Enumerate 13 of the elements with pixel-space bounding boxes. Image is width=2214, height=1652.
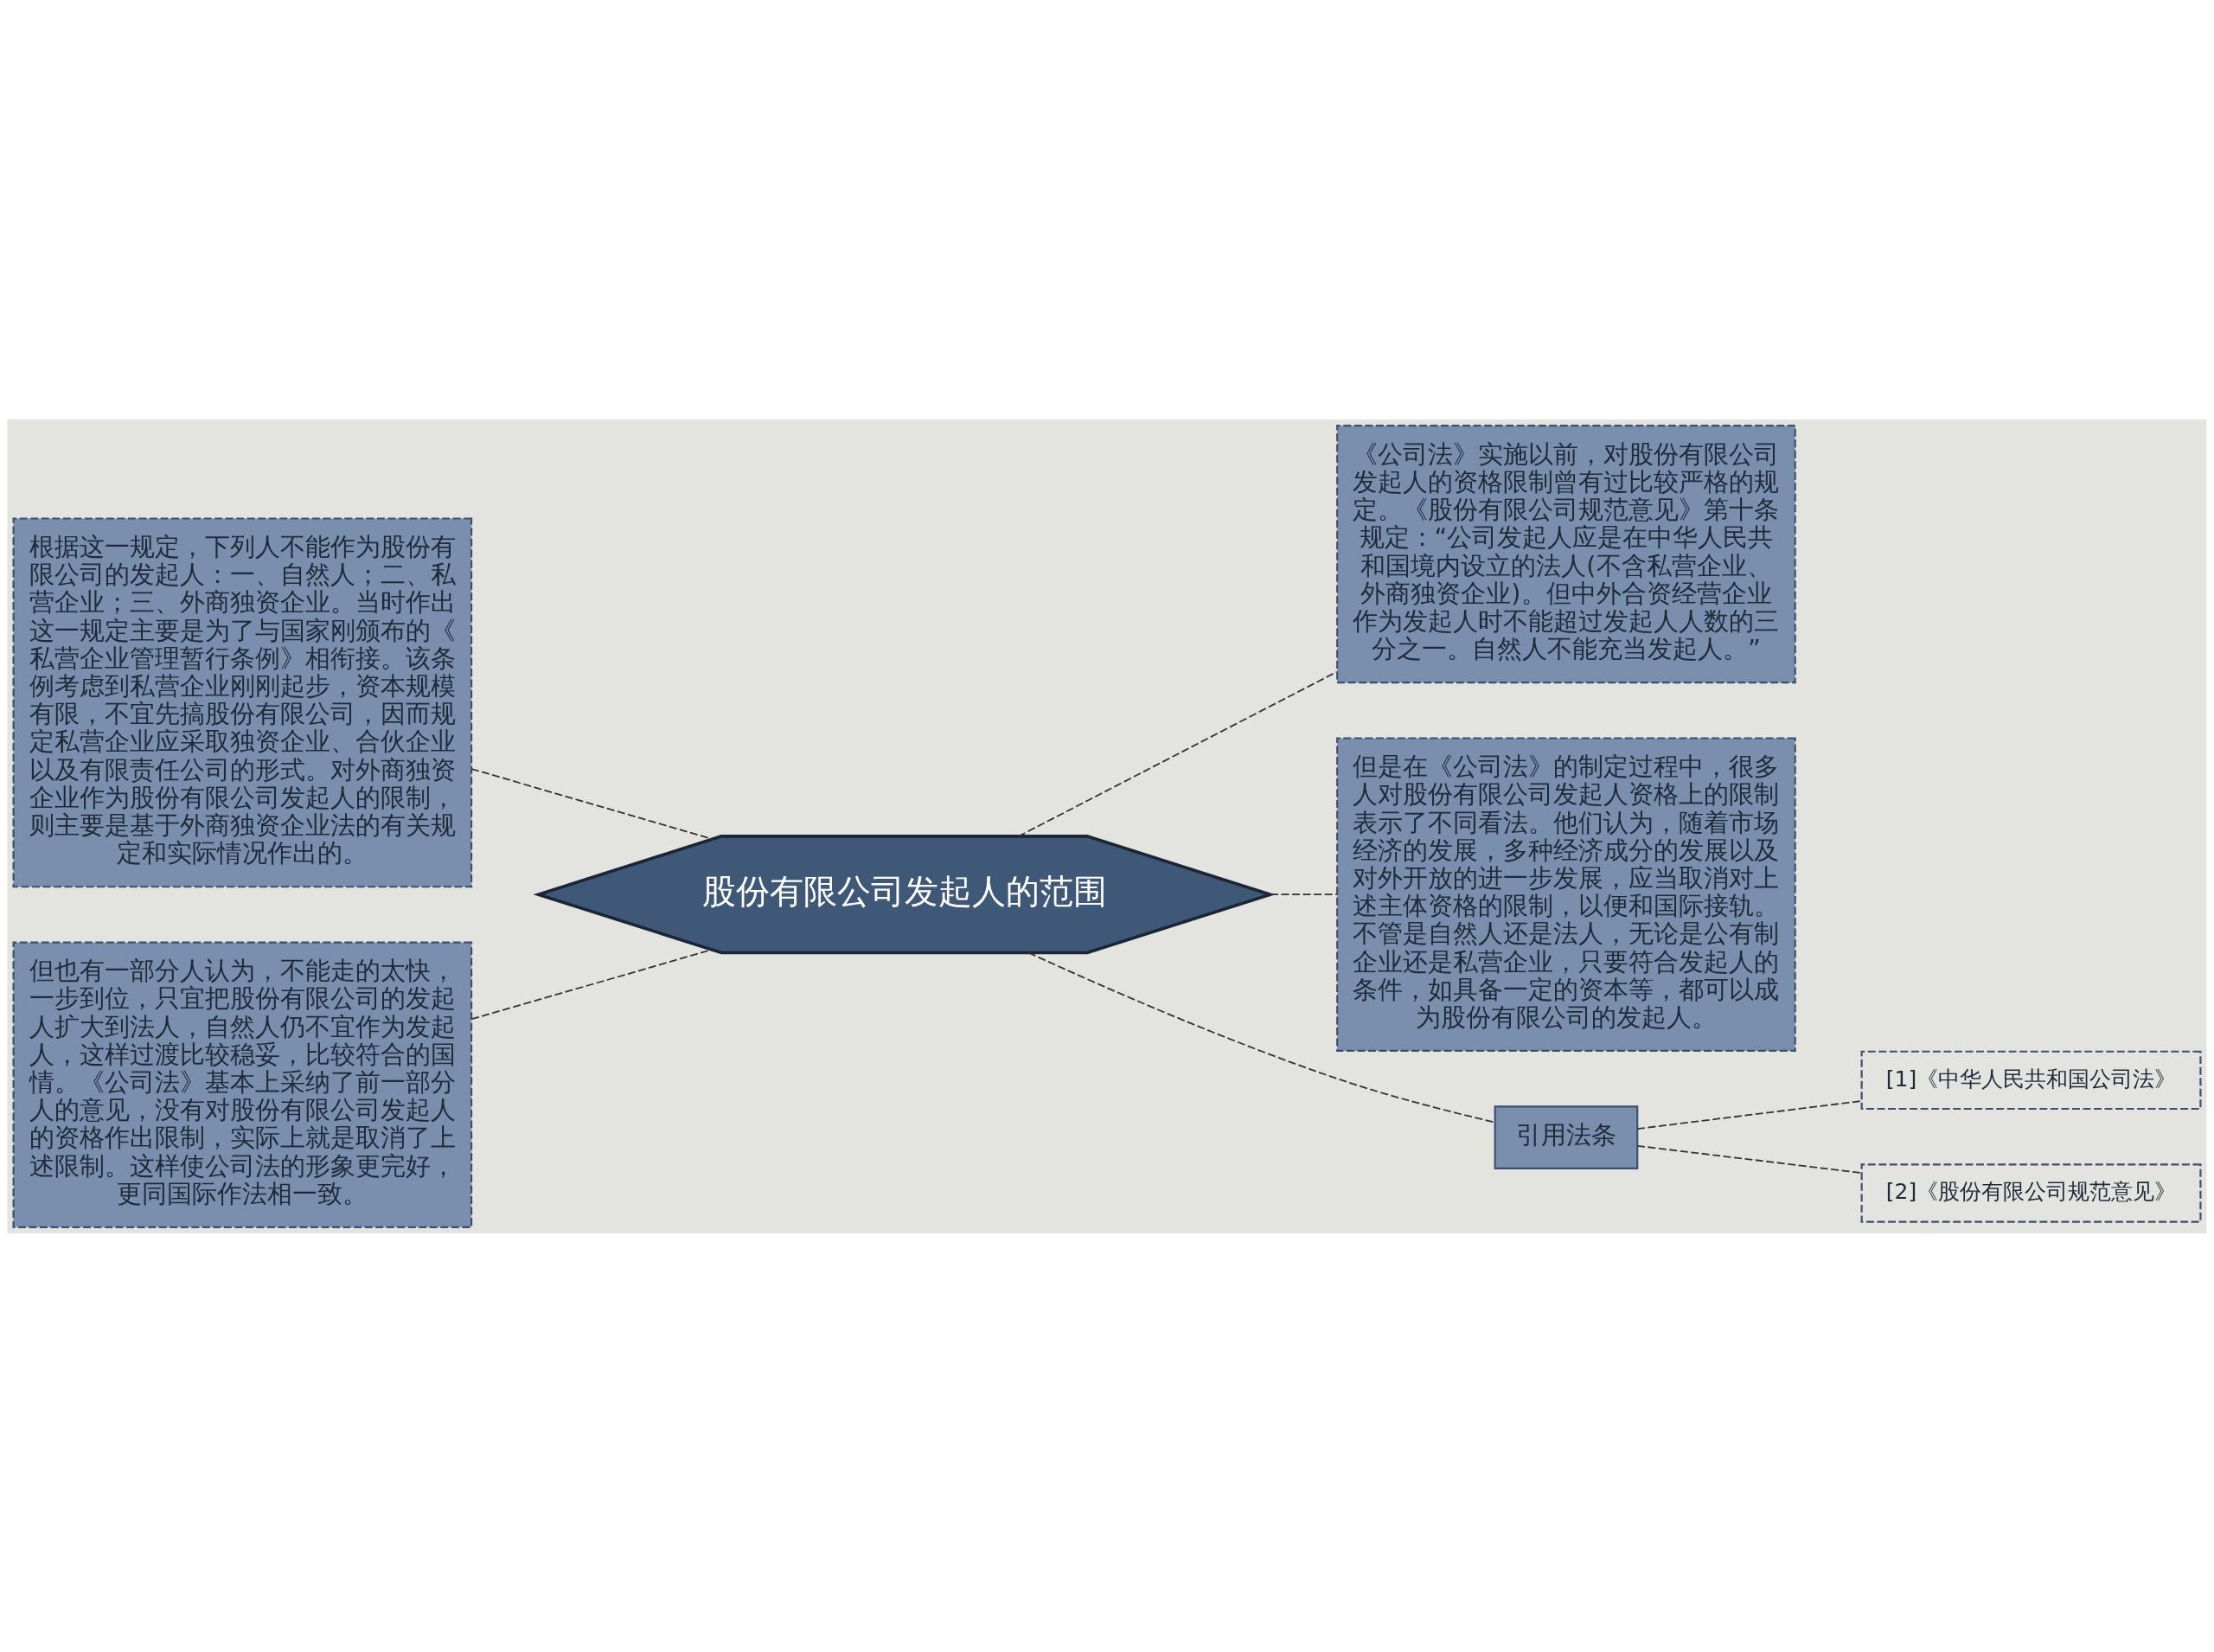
- node-box: 《公司法》实施以前，对股份有限公司发起人的资格限制曾有过比较严格的规定。《股份有限公司规范意见》第十条规定：“公司发起人应是在中华人民共和国境内设立的法人(不含私营企业、外商独资企业)。但中外合资经营企业作为发起人时不能超过发起人人数的三分之一。自然人不能充当发起人。”: [1336, 424, 1796, 683]
- node-box: 但是在《公司法》的制定过程中，很多人对股份有限公司发起人资格上的限制表示了不同看法。他们认为，随着市场经济的发展，多种经济成分的发展以及对外开放的进一步发展，应当取消对上述主体资格的限制，以便和国际接轨。不管是自然人还是法人，无论是公有制企业还是私营企业，只要符合发起人的条件，如具备一定的资本等，都可以成为股份有限公司的发起人。: [1336, 736, 1796, 1052]
- node-box: 根据这一规定，下列人不能作为股份有限公司的发起人：一、自然人；二、私营企业；三、外商独资企业。当时作出这一规定主要是为了与国家刚颁布的《私营企业管理暂行条例》相衔接。该条例考虑到私营企业刚刚起步，资本规模有限，不宜先搞股份有限公司，因而规定私营企业应采取独资企业、合伙企业以及有限责任公司的形式。对外商独资企业作为股份有限公司发起人的限制，则主要是基于外商独资企业法的有关规定和实际情况作出的。: [12, 516, 473, 887]
- node-box: [2]《股份有限公司规范意见》: [1860, 1162, 2202, 1223]
- connector: [1017, 670, 1338, 837]
- node-box: 但也有一部分人认为，不能走的太快，一步到位，只宜把股份有限公司的发起人扩大到法人，自然人仍不宜作为发起人，这样过渡比较稳妥，比较符合的国情。《公司法》基本上采纳了前一部分人的意见，没有对股份有限公司发起人的资格作出限制，实际上就是取消了上述限制。这样使公司法的形象更完好，更同国际作法相一致。: [12, 941, 473, 1228]
- connector: [1270, 893, 1338, 895]
- node-box: 引用法条: [1494, 1105, 1639, 1169]
- connector: [1636, 1099, 1863, 1130]
- connector: [1636, 1144, 1863, 1174]
- connector: [470, 767, 713, 840]
- node-box: [1]《中华人民共和国公司法》: [1860, 1050, 2202, 1110]
- connector: [470, 948, 713, 1020]
